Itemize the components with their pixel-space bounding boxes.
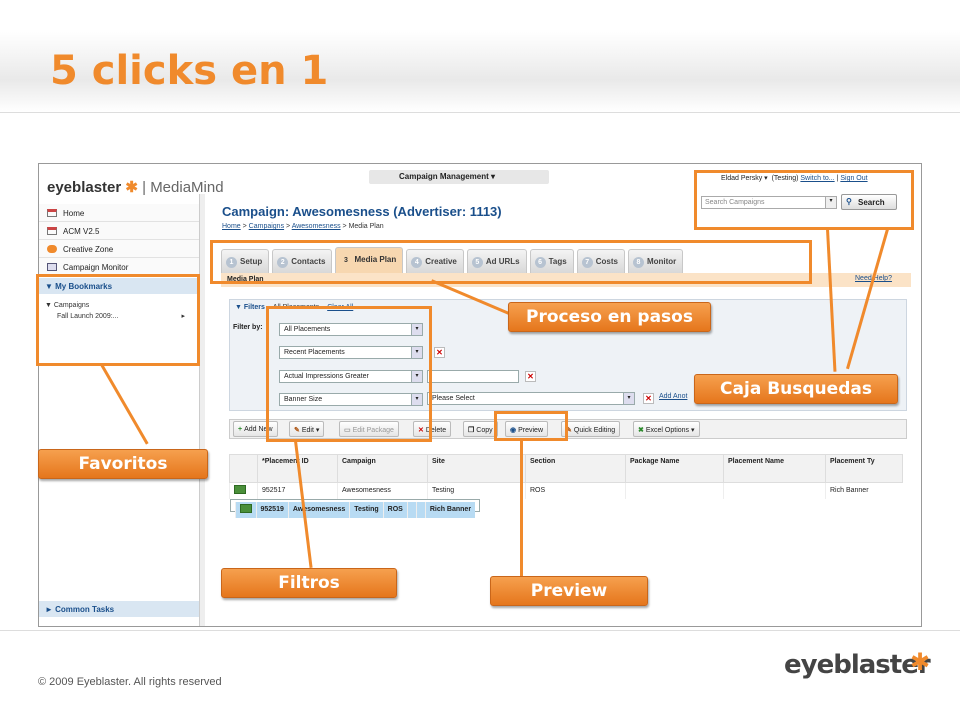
callout-preview: Preview: [490, 576, 648, 606]
sidebar-splitter[interactable]: [199, 194, 205, 626]
signout-link[interactable]: Sign Out: [840, 175, 868, 182]
left-nav: Home ACM V2.5 Creative Zone Campaign Mon…: [39, 204, 199, 276]
monitor-icon: [47, 263, 57, 271]
app-logo[interactable]: eyeblaster ✱ | MediaMind: [47, 179, 224, 196]
filter-select-banner-size[interactable]: Banner Size▾: [279, 393, 423, 406]
nav-item-acm[interactable]: ACM V2.5: [39, 222, 199, 240]
filter-by-label: Filter by:: [233, 324, 263, 331]
copyright-footer: © 2009 Eyeblaster. All rights reserved: [38, 676, 222, 688]
clear-all-link[interactable]: Clear All: [327, 304, 354, 311]
callout-favoritos: Favoritos: [38, 449, 208, 479]
campaign-title: Campaign: Awesomesness (Advertiser: 1113…: [222, 204, 502, 219]
pencil-icon: ✎: [294, 427, 300, 434]
bookmarks-tree: ▼ Campaigns Fall Launch 2009:...▸: [45, 300, 185, 322]
package-icon: ▭: [344, 427, 351, 434]
search-input[interactable]: Search Campaigns: [701, 196, 827, 209]
breadcrumb: Home > Campaigns > Awesomesness > Media …: [222, 223, 384, 230]
add-new-button[interactable]: +Add New: [233, 421, 278, 437]
brand-logo: eyeblaster: [784, 650, 931, 680]
column-placement-name[interactable]: Placement Name: [723, 454, 826, 483]
filter-select-all-placements[interactable]: All Placements▾: [279, 323, 423, 336]
creative-icon: [47, 245, 57, 253]
switch-link[interactable]: Switch to...: [800, 175, 835, 182]
filter-select-impressions[interactable]: Actual Impressions Greater▾: [279, 370, 423, 383]
nav-item-home[interactable]: Home: [39, 204, 199, 222]
table-row-selected[interactable]: 952519 Awesomesness Testing ROS Rich Ban…: [229, 498, 481, 518]
header-band: [0, 32, 960, 112]
column-package-name[interactable]: Package Name: [625, 454, 724, 483]
callout-caja-busquedas: Caja Busquedas: [694, 374, 898, 404]
campaign-management-menu[interactable]: Campaign Management ▾: [369, 170, 549, 184]
quick-edit-icon: ✎: [566, 427, 572, 434]
table-header-row: *Placement ID Campaign Site Section Pack…: [229, 454, 903, 483]
banner-size-value-select[interactable]: Please Select▾: [427, 392, 635, 405]
edit-package-button[interactable]: ▭Edit Package: [339, 421, 399, 437]
nav-item-creative-zone[interactable]: Creative Zone: [39, 240, 199, 258]
column-placement-type[interactable]: Placement Ty: [825, 454, 903, 483]
preview-button[interactable]: ◉Preview: [505, 421, 549, 437]
edit-row-icon[interactable]: [239, 504, 252, 513]
quick-editing-button[interactable]: ✎Quick Editing: [561, 421, 621, 437]
user-bar: Eldad Persky ▾ (Testing) Switch to... | …: [721, 175, 868, 182]
mode-label: (Testing): [771, 175, 799, 182]
callout-filtros: Filtros: [221, 568, 397, 598]
column-campaign[interactable]: Campaign: [337, 454, 428, 483]
copy-icon: ❐: [468, 427, 475, 434]
delete-icon: ✕: [418, 427, 424, 434]
edit-row-icon[interactable]: [234, 485, 246, 495]
breadcrumb-home[interactable]: Home: [222, 223, 241, 230]
remove-filter-button[interactable]: ✕: [643, 393, 654, 404]
bookmarks-header[interactable]: ▼ My Bookmarks: [39, 278, 199, 294]
remove-filter-button[interactable]: ✕: [525, 371, 536, 382]
placements-table: *Placement ID Campaign Site Section Pack…: [229, 454, 903, 518]
impressions-value-input[interactable]: [427, 370, 519, 383]
eye-icon: ◉: [510, 427, 517, 434]
search-button-label: Search: [858, 198, 885, 207]
add-another-link[interactable]: Add Anot: [659, 393, 688, 400]
breadcrumb-campaign[interactable]: Awesomesness: [291, 223, 341, 230]
user-menu[interactable]: Eldad Persky ▾: [721, 175, 768, 182]
breadcrumb-campaigns[interactable]: Campaigns: [248, 223, 285, 230]
search-icon: ⚲: [846, 197, 852, 206]
excel-options-button[interactable]: ✖Excel Options ▾: [633, 421, 700, 437]
search-button[interactable]: ⚲ Search: [841, 194, 897, 210]
column-site[interactable]: Site: [427, 454, 526, 483]
filter-select-recent[interactable]: Recent Placements▾: [279, 346, 423, 359]
delete-button[interactable]: ✕Delete: [413, 421, 452, 437]
tree-item-campaigns[interactable]: ▼ Campaigns: [45, 302, 90, 309]
home-icon: [47, 209, 57, 217]
excel-icon: ✖: [638, 427, 644, 434]
connector-line: [520, 440, 523, 576]
column-section[interactable]: Section: [525, 454, 626, 483]
callout-proceso-en-pasos: Proceso en pasos: [508, 302, 711, 332]
copy-button[interactable]: ❐Copy: [463, 421, 498, 437]
divider: [0, 630, 960, 631]
search-dropdown[interactable]: ▾: [825, 196, 837, 209]
column-select: [229, 454, 258, 483]
common-tasks-header[interactable]: ► Common Tasks: [39, 601, 199, 617]
edit-button[interactable]: ✎Edit ▾: [289, 421, 325, 437]
tree-item-fall-launch[interactable]: Fall Launch 2009:...▸: [57, 313, 185, 320]
plus-icon: +: [238, 426, 243, 433]
nav-item-campaign-monitor[interactable]: Campaign Monitor: [39, 258, 199, 276]
home-icon: [47, 227, 57, 235]
media-plan-bar: Media Plan: [221, 273, 911, 287]
slide-title: 5 clicks en 1: [50, 48, 329, 94]
filters-toggle[interactable]: ▼ Filters: [235, 304, 265, 311]
remove-filter-button[interactable]: ✕: [434, 347, 445, 358]
divider: [0, 112, 960, 113]
brand-star-icon: ✱: [910, 649, 931, 676]
table-row[interactable]: 952517 Awesomesness Testing ROS Rich Ban…: [229, 482, 903, 499]
